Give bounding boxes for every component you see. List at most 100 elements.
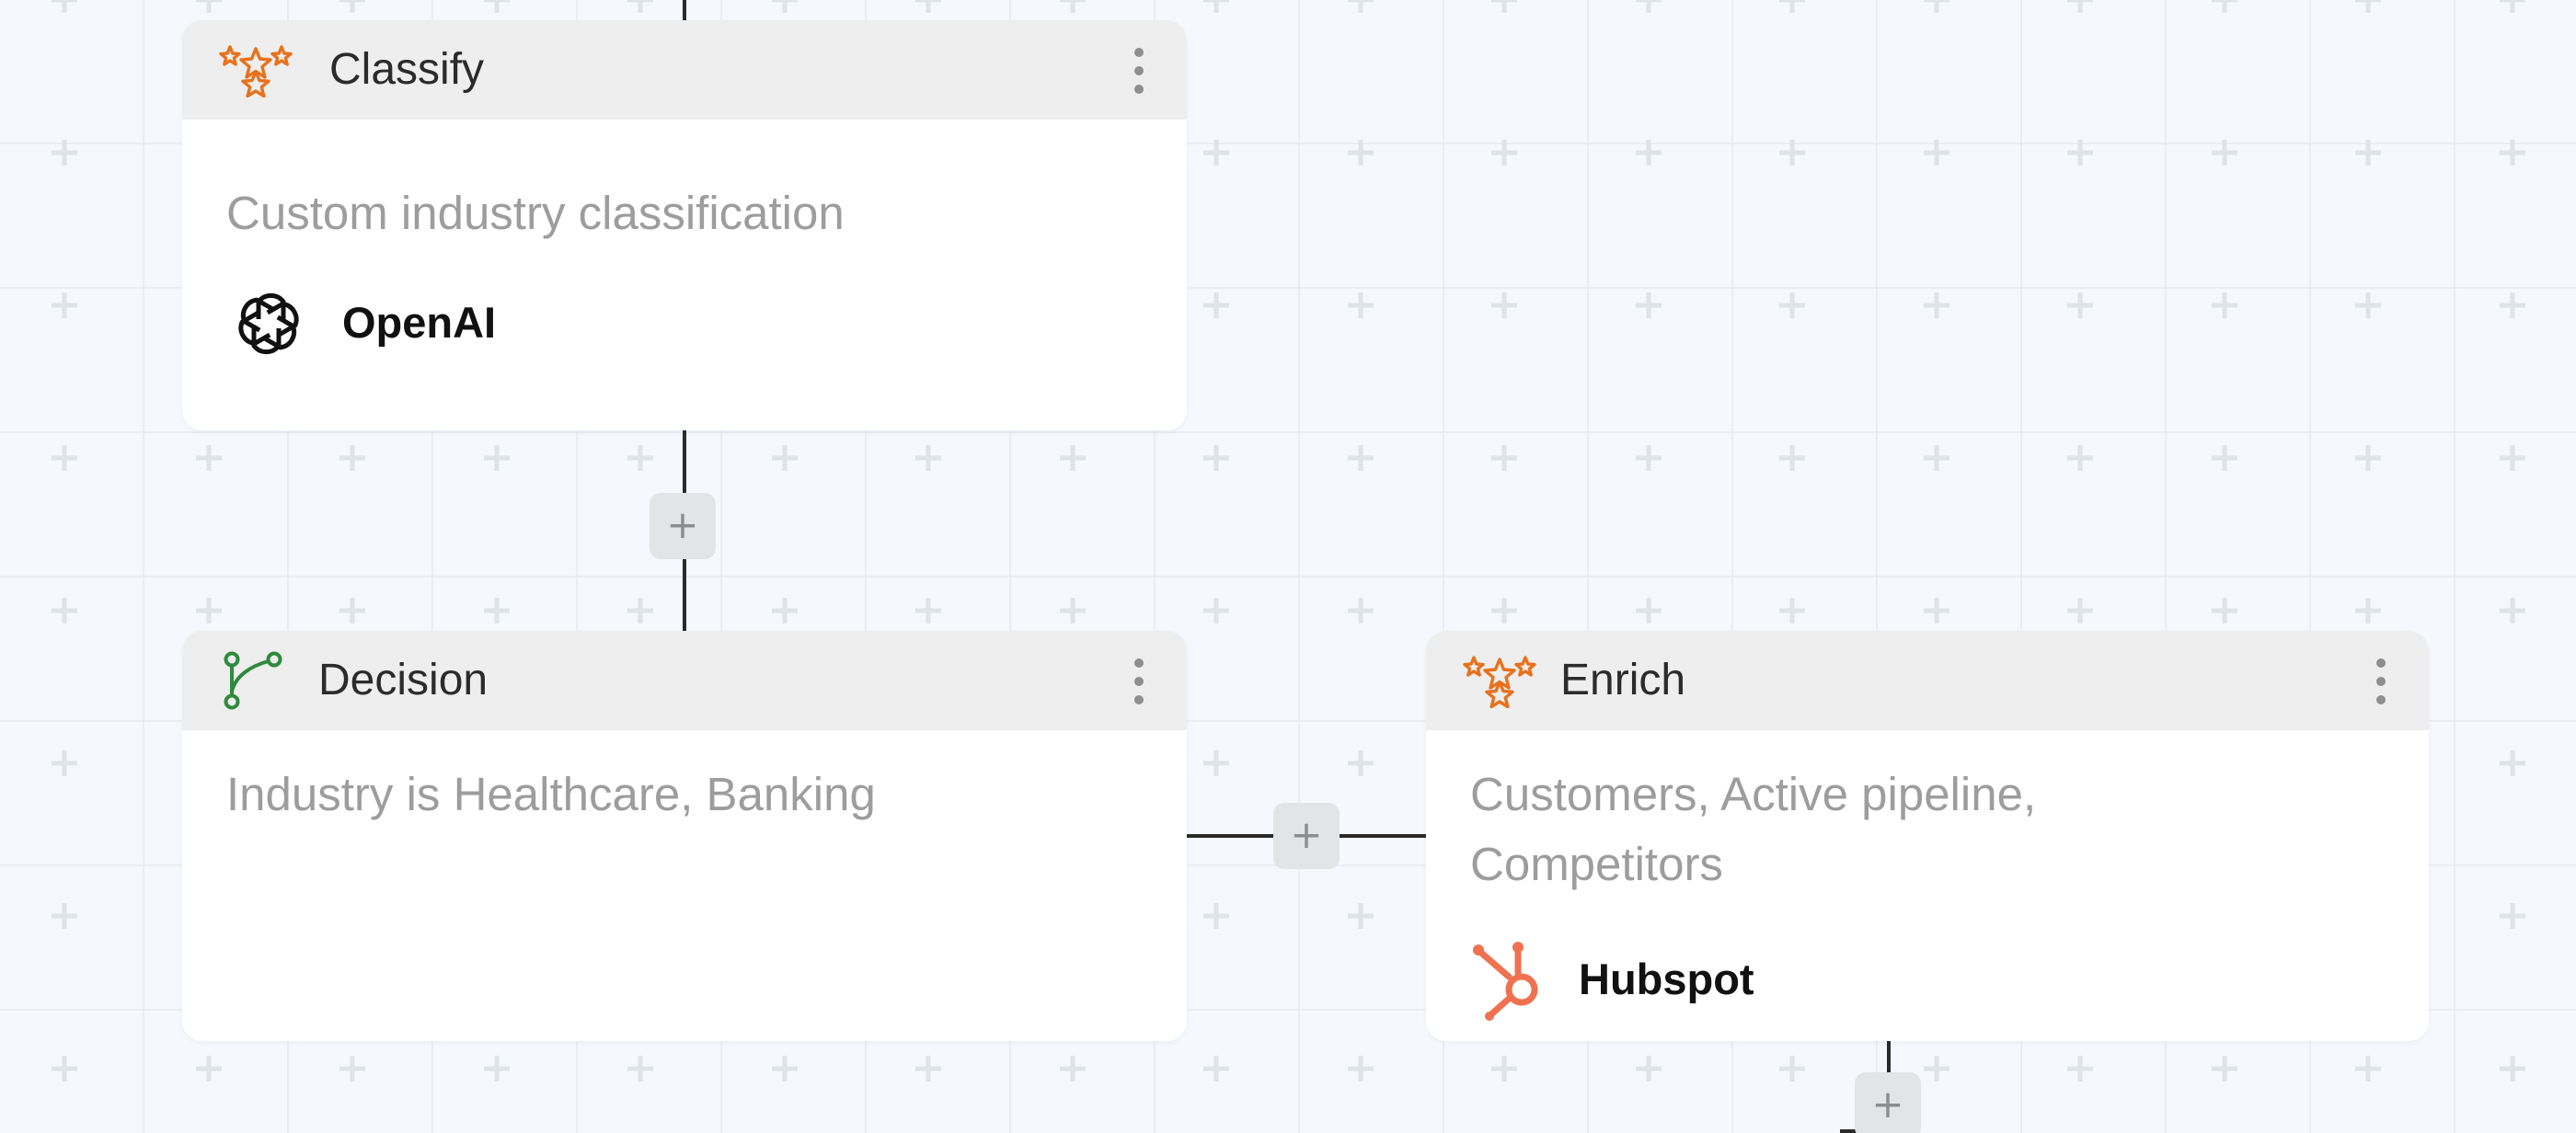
grid-plus-marker (1636, 0, 1662, 13)
grid-plus-marker (1203, 903, 1229, 929)
connector-top (683, 0, 686, 20)
grid-plus-marker (627, 598, 653, 624)
grid-plus-marker (2212, 0, 2237, 13)
grid-plus-marker (52, 0, 77, 13)
grid-plus-marker (1060, 598, 1086, 624)
grid-plus-marker (1491, 445, 1517, 471)
grid-plus-marker (1779, 445, 1805, 471)
grid-plus-marker (339, 445, 365, 471)
grid-plus-marker (2500, 598, 2525, 624)
node-decision[interactable]: Decision Industry is Healthcare, Banking (182, 631, 1187, 1041)
grid-plus-marker (1636, 445, 1662, 471)
sparkle-stars-icon (1463, 656, 1536, 708)
grid-plus-marker (1924, 1056, 1949, 1082)
node-enrich[interactable]: Enrich Customers, Active pipeline, Compe… (1426, 631, 2429, 1041)
grid-plus-marker (2212, 1056, 2237, 1082)
integration-name: Hubspot (1579, 955, 1754, 1003)
grid-plus-marker (2067, 1056, 2093, 1082)
node-header: Classify (182, 20, 1187, 120)
grid-plus-marker (52, 598, 77, 624)
grid-plus-marker (1779, 292, 1805, 318)
grid-plus-marker (52, 750, 77, 776)
integration-hubspot: Hubspot (1470, 938, 1820, 1021)
grid-plus-marker (2355, 598, 2381, 624)
grid-plus-marker (1348, 292, 1374, 318)
grid-plus-marker (52, 1056, 77, 1082)
grid-plus-marker (627, 1056, 653, 1082)
hubspot-logo-icon (1473, 942, 1538, 1021)
grid-plus-marker (52, 903, 77, 929)
grid-plus-marker (52, 445, 77, 471)
grid-plus-marker (1348, 750, 1374, 776)
grid-plus-marker (1491, 140, 1517, 166)
add-step-button[interactable]: + (650, 493, 716, 559)
grid-plus-marker (339, 1056, 365, 1082)
grid-plus-marker (2500, 903, 2525, 929)
grid-plus-marker (2067, 140, 2093, 166)
grid-plus-marker (915, 1056, 941, 1082)
grid-plus-marker (2212, 292, 2237, 318)
grid-plus-marker (1779, 598, 1805, 624)
more-options-icon[interactable] (2363, 655, 2399, 708)
grid-plus-marker (1348, 903, 1374, 929)
grid-plus-marker (772, 1056, 798, 1082)
grid-plus-marker (1491, 1056, 1517, 1082)
grid-plus-marker (2355, 445, 2381, 471)
grid-plus-marker (484, 0, 510, 13)
grid-plus-marker (2355, 140, 2381, 166)
grid-plus-marker (1203, 750, 1229, 776)
grid-plus-marker (2500, 750, 2525, 776)
node-header: Enrich (1426, 631, 2429, 730)
grid-plus-marker (1348, 140, 1374, 166)
node-description: Industry is Healthcare, Banking (226, 768, 876, 820)
grid-plus-marker (1636, 1056, 1662, 1082)
grid-plus-marker (1636, 140, 1662, 166)
grid-plus-marker (2355, 292, 2381, 318)
grid-plus-marker (1491, 0, 1517, 13)
grid-plus-marker (1924, 292, 1949, 318)
grid-plus-marker (1348, 0, 1374, 13)
grid-plus-marker (2067, 445, 2093, 471)
add-branch-button[interactable]: + (1273, 803, 1340, 869)
grid-plus-marker (1924, 445, 1949, 471)
add-step-button[interactable]: + (1855, 1072, 1921, 1133)
grid-plus-marker (1491, 598, 1517, 624)
grid-plus-marker (2500, 292, 2525, 318)
grid-plus-marker (772, 0, 798, 13)
grid-plus-marker (915, 0, 941, 13)
grid-plus-marker (2067, 292, 2093, 318)
grid-plus-marker (1491, 292, 1517, 318)
openai-logo-icon (238, 292, 299, 355)
node-classify[interactable]: Classify Custom industry classification … (182, 20, 1187, 430)
grid-plus-marker (1203, 1056, 1229, 1082)
grid-plus-marker (1779, 140, 1805, 166)
grid-plus-marker (627, 0, 653, 13)
grid-plus-marker (1203, 598, 1229, 624)
grid-plus-marker (1203, 292, 1229, 318)
grid-plus-marker (196, 598, 222, 624)
node-header: Decision (182, 631, 1187, 730)
grid-plus-marker (1060, 0, 1086, 13)
node-title: Classify (329, 45, 485, 94)
grid-plus-marker (772, 445, 798, 471)
grid-plus-marker (1924, 0, 1949, 13)
grid-plus-marker (1348, 1056, 1374, 1082)
grid-plus-marker (2067, 0, 2093, 13)
node-title: Enrich (1560, 656, 1686, 704)
grid-plus-marker (339, 598, 365, 624)
grid-plus-marker (2212, 445, 2237, 471)
grid-plus-marker (2500, 1056, 2525, 1082)
grid-plus-marker (339, 0, 365, 13)
grid-plus-marker (1636, 598, 1662, 624)
grid-plus-marker (2500, 140, 2525, 166)
grid-plus-marker (772, 598, 798, 624)
grid-plus-marker (196, 0, 222, 13)
integration-openai: OpenAI (226, 281, 576, 364)
more-options-icon[interactable] (1121, 655, 1157, 708)
node-description: Customers, Active pipeline, Competitors (1470, 768, 2037, 890)
grid-plus-marker (1203, 140, 1229, 166)
grid-plus-marker (1924, 140, 1949, 166)
more-options-icon[interactable] (1121, 44, 1157, 97)
grid-plus-marker (484, 1056, 510, 1082)
grid-plus-marker (2355, 1056, 2381, 1082)
